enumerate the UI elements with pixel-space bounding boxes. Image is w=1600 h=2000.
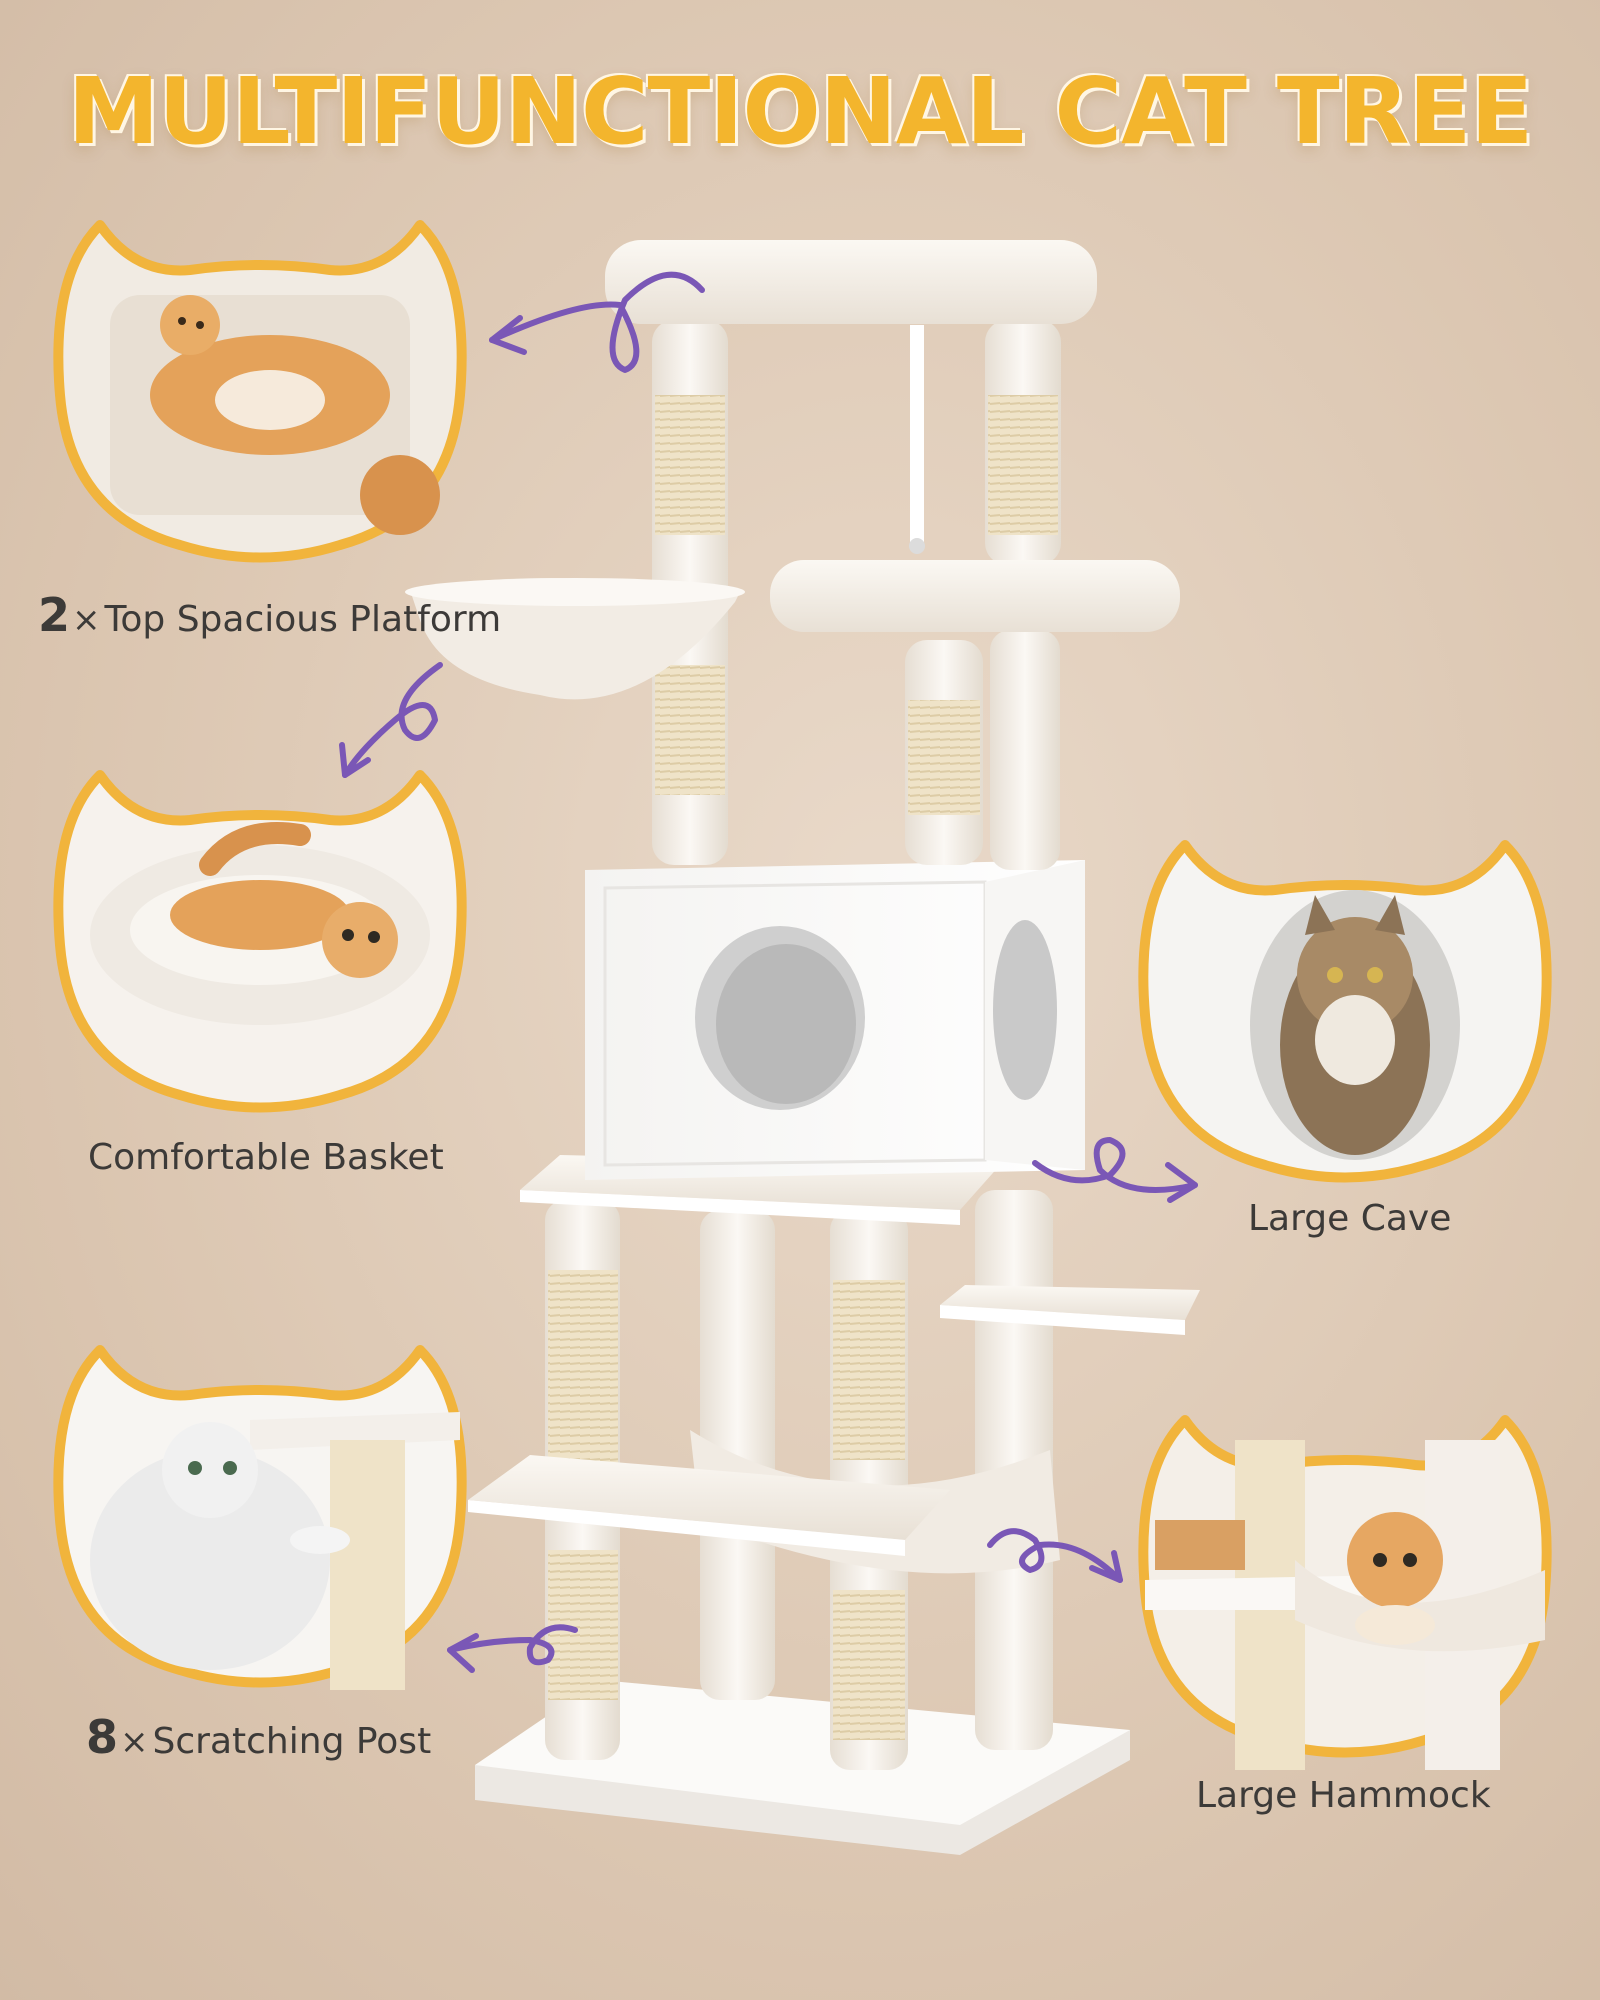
feature-text: Scratching Post [152, 1721, 432, 1762]
times-sign: × [72, 600, 101, 640]
feature-text: Large Cave [1248, 1198, 1452, 1239]
cat-photo-white [90, 1450, 330, 1670]
feature-count: 8 [86, 1710, 119, 1764]
cat-head-frame-icon [1138, 1415, 1552, 1770]
top-platform [605, 240, 1097, 554]
feature-text: Comfortable Basket [88, 1137, 444, 1178]
feature-label-basket: Comfortable Basket [88, 1137, 444, 1178]
tree-base [475, 1680, 1130, 1855]
cat-head-frame-icon [1138, 840, 1552, 1183]
times-sign: × [120, 1722, 149, 1762]
feature-label-scratching-post: 8×Scratching Post [86, 1710, 431, 1764]
callout-top-platform [40, 215, 480, 575]
callout-basket [40, 765, 480, 1125]
feature-label-top-platform: 2×Top Spacious Platform [38, 588, 501, 642]
cat-head-frame-icon [53, 770, 467, 1113]
cat-photo-orange [170, 880, 350, 950]
feature-text: Large Hammock [1196, 1775, 1491, 1816]
page-title: MULTIFUNCTIONAL CAT TREE [67, 58, 1533, 165]
lower-platform [468, 1455, 950, 1556]
cat-head-frame-icon [53, 220, 467, 563]
upper-posts [652, 320, 1061, 870]
basket [405, 577, 745, 700]
feature-label-cave: Large Cave [1248, 1198, 1451, 1239]
side-step [940, 1285, 1200, 1335]
feature-text: Top Spacious Platform [104, 599, 502, 640]
feature-count: 2 [38, 588, 71, 642]
feature-label-hammock: Large Hammock [1196, 1775, 1491, 1816]
cat-head-frame-icon [53, 1345, 467, 1690]
callout-scratching-post [40, 1340, 480, 1700]
cat-photo-orange [1347, 1512, 1443, 1608]
callout-cave [1125, 835, 1565, 1195]
cave-box [585, 860, 1085, 1180]
mid-top-platform [770, 560, 1180, 632]
callout-hammock [1125, 1410, 1565, 1770]
